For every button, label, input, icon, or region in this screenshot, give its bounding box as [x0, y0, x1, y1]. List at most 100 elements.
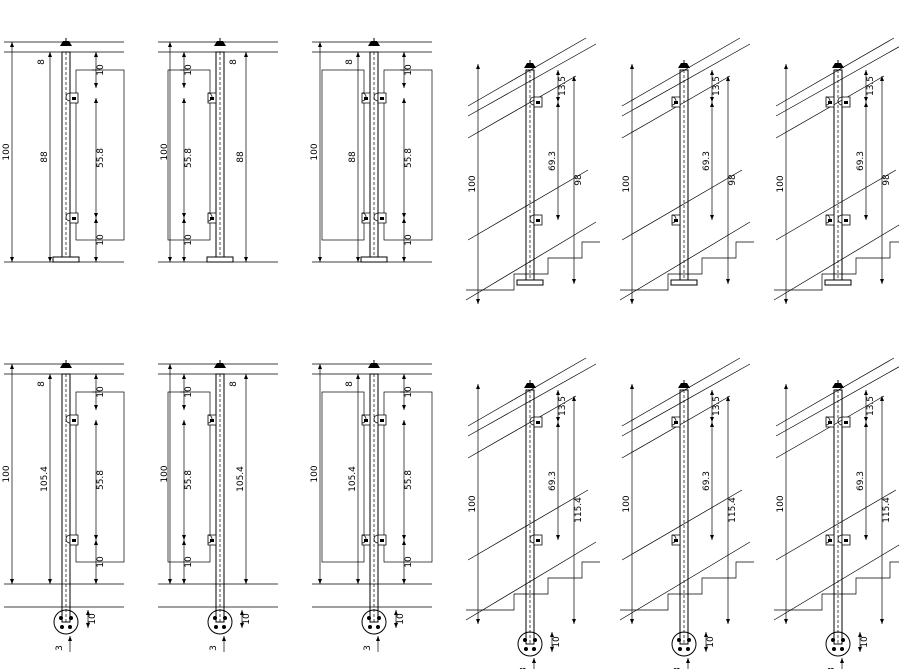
clamp-offset-dimension: 10	[404, 386, 414, 398]
top-offset-dimension: 8	[345, 381, 355, 387]
glass-bottom-edge	[621, 489, 743, 561]
dimension-arrow	[318, 42, 322, 47]
dimension-arrow	[630, 64, 634, 69]
base-plate	[52, 256, 80, 263]
handrail-saddle	[524, 63, 536, 68]
base-plate	[670, 279, 698, 286]
dimension-arrow	[182, 257, 186, 262]
dimension-arrow	[94, 83, 98, 88]
dimension-arrow	[182, 213, 186, 218]
mount-bolt	[532, 647, 536, 651]
flange-dimension: 10	[706, 636, 716, 648]
handrail-line	[775, 357, 895, 427]
base-plate	[824, 279, 852, 286]
dimension-arrow	[784, 299, 788, 304]
dimension-arrow	[880, 619, 884, 624]
dimension-arrow	[402, 374, 406, 379]
stair-steps	[620, 561, 754, 611]
stair-stringer	[773, 224, 899, 301]
handrail-saddle	[832, 383, 844, 388]
clamp-spacing-dimension: 55.8	[184, 148, 194, 168]
clamp-bolt	[674, 219, 678, 222]
clamp-bolt	[364, 419, 368, 422]
clamp-curve	[529, 534, 535, 544]
clamp-bolt	[72, 97, 76, 100]
dimension-arrow	[402, 405, 406, 410]
post-height-dimension: 105.4	[40, 466, 50, 492]
dimension-arrow	[784, 384, 788, 389]
dimension-arrow	[94, 535, 98, 540]
mount-bolt	[678, 647, 682, 651]
dimension-arrow	[182, 540, 186, 545]
clamp-curve	[837, 416, 843, 426]
dimension-arrow	[48, 257, 52, 262]
stair-stringer	[465, 221, 597, 301]
clamp-offset-dimension: 13.5	[866, 396, 876, 416]
mount-bolt	[832, 647, 836, 651]
clamp-curve	[373, 92, 379, 102]
post-height-dimension: 98	[728, 174, 738, 186]
post-height-dimension: 88	[348, 151, 358, 163]
base-plate	[516, 279, 544, 286]
bottom-offset-dimension: 10	[184, 556, 194, 568]
dimension-arrow	[86, 623, 90, 628]
dimension-arrow	[222, 636, 226, 641]
dimension-arrow	[244, 374, 248, 379]
dimension-arrow	[710, 390, 714, 395]
stair-steps	[774, 561, 899, 611]
top-offset-dimension: 8	[37, 59, 47, 65]
handrail-saddle	[678, 383, 690, 388]
handrail-saddle	[214, 363, 226, 368]
clamp-spacing-dimension: 55.8	[184, 470, 194, 490]
mount-bolt	[687, 638, 691, 642]
dimension-arrow	[10, 42, 14, 47]
dimension-arrow	[556, 97, 560, 102]
dimension-arrow	[858, 632, 862, 637]
clamp-bolt	[536, 101, 540, 104]
dimension-arrow	[394, 610, 398, 615]
dimension-arrow	[182, 52, 186, 57]
post-height-dimension: 105.4	[236, 466, 246, 492]
dimension-arrow	[784, 619, 788, 624]
glass-panel-left	[321, 69, 365, 241]
handrail-saddle	[524, 383, 536, 388]
clamp-spacing-dimension: 55.8	[404, 470, 414, 490]
post-height-dimension: 115.4	[728, 497, 738, 523]
dimension-arrow	[630, 619, 634, 624]
clamp-bolt	[828, 421, 832, 424]
handrail-line	[467, 363, 597, 437]
offset-dimension: 3	[209, 645, 219, 651]
dimension-arrow	[94, 579, 98, 584]
mount-bolt	[686, 647, 690, 651]
mount-bolt	[213, 616, 217, 620]
dimension-arrow	[572, 619, 576, 624]
dimension-arrow	[168, 257, 172, 262]
dimension-arrow	[10, 257, 14, 262]
clamp-curve	[373, 212, 379, 222]
clamp-spacing-dimension: 69.3	[856, 471, 866, 491]
dimension-arrow	[476, 384, 480, 389]
dimension-arrow	[710, 70, 714, 75]
mount-bolt	[222, 625, 226, 629]
dimension-arrow	[356, 257, 360, 262]
dimension-arrow	[168, 42, 172, 47]
dimension-arrow	[864, 535, 868, 540]
dimension-arrow	[168, 364, 172, 369]
dimension-arrow	[556, 70, 560, 75]
dimension-arrow	[94, 52, 98, 57]
offset-dimension: 3	[519, 667, 529, 669]
clamp-bolt	[364, 217, 368, 220]
total-height-dimension: 100	[310, 143, 320, 160]
offset-dimension: 3	[363, 645, 373, 651]
clamp-offset-dimension: 10	[404, 64, 414, 76]
dimension-arrow	[710, 97, 714, 102]
total-height-dimension: 100	[468, 495, 478, 512]
clamp-curve	[529, 416, 535, 426]
dimension-arrow	[402, 579, 406, 584]
dimension-arrow	[402, 213, 406, 218]
flange-dimension: 10	[552, 636, 562, 648]
